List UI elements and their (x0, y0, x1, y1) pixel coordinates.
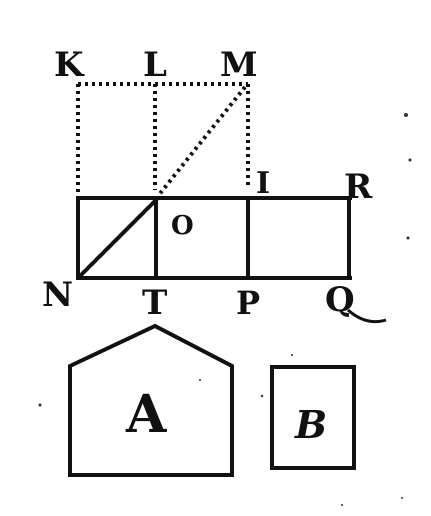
label-a: A (125, 384, 167, 445)
label-m: M (220, 45, 258, 85)
label-q: Q (325, 280, 355, 320)
pentagon-a (68, 323, 234, 477)
print-specks (38, 113, 412, 506)
label-n: N (42, 275, 73, 315)
q-tail (347, 308, 387, 324)
label-i: I (256, 166, 270, 201)
label-t: T (142, 283, 167, 323)
label-k: K (54, 45, 85, 85)
label-l: L (143, 45, 167, 85)
dotted-diagonal-m-o (156, 85, 247, 198)
label-b: B (294, 402, 327, 447)
dotted-construction-lines (76, 82, 250, 198)
label-o: O (171, 211, 194, 241)
square-b (270, 365, 356, 470)
label-p: P (236, 284, 260, 322)
rectangle-strip (76, 196, 352, 280)
label-r: R (344, 167, 373, 207)
diagonal-n-o (78, 196, 160, 278)
